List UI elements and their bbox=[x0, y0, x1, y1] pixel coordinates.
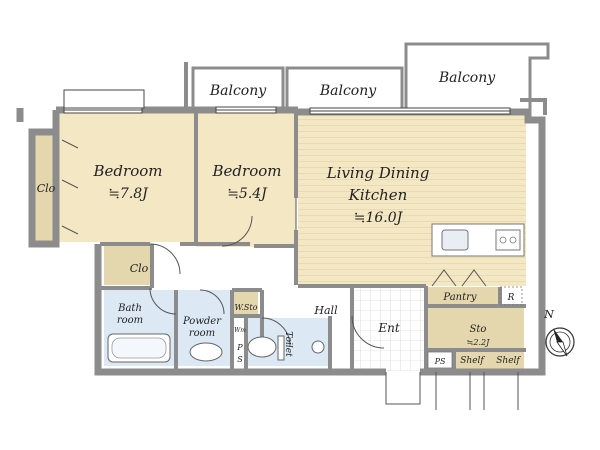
label-bedroom1-size: ≒7.8J bbox=[108, 186, 149, 202]
label-sto-size: ≒2.2J bbox=[467, 338, 490, 347]
label-ps2: PS bbox=[434, 357, 446, 366]
label-balcony-left: Balcony bbox=[209, 83, 267, 99]
label-clo-small: Clo bbox=[130, 262, 149, 275]
clo-small-floor bbox=[104, 245, 152, 285]
label-ps-p: P bbox=[236, 343, 243, 352]
room-labels: Balcony Balcony Balcony Bedroom ≒7.8J Be… bbox=[37, 70, 522, 366]
label-ps-s: S bbox=[237, 355, 243, 364]
label-ldk-line1: Living Dining bbox=[326, 164, 430, 182]
label-ent: Ent bbox=[377, 321, 399, 335]
balconies bbox=[191, 42, 550, 114]
label-ldk-size: ≒16.0J bbox=[354, 210, 404, 226]
bedroom1-floor bbox=[58, 112, 196, 242]
label-powder-line2: room bbox=[189, 328, 215, 339]
stove-icon bbox=[495, 229, 521, 251]
label-hall: Hall bbox=[313, 304, 338, 317]
label-bath-line1: Bath bbox=[117, 303, 142, 314]
windows bbox=[63, 89, 511, 115]
ldk-floor bbox=[298, 114, 526, 286]
washbasin-icon bbox=[189, 342, 223, 362]
bedroom2-floor bbox=[196, 112, 296, 247]
label-wm: Wm bbox=[234, 327, 246, 334]
label-bedroom1: Bedroom bbox=[93, 162, 163, 180]
toilet-icon bbox=[247, 336, 277, 358]
doors bbox=[61, 139, 519, 410]
inner-walls bbox=[100, 112, 526, 372]
label-clo-left: Clo bbox=[37, 182, 56, 195]
label-bedroom2-size: ≒5.4J bbox=[227, 186, 268, 202]
pantry-floor bbox=[428, 287, 498, 305]
entrance-floor bbox=[354, 287, 424, 371]
label-bedroom2: Bedroom bbox=[212, 162, 282, 180]
label-balcony-mid: Balcony bbox=[319, 83, 377, 99]
compass-icon: N bbox=[543, 308, 575, 357]
label-shelf1: Shelf bbox=[460, 356, 485, 366]
label-sto: Sto bbox=[470, 324, 487, 335]
label-balcony-right: Balcony bbox=[438, 70, 496, 86]
label-shelf2: Shelf bbox=[496, 356, 521, 366]
wsto-floor bbox=[232, 292, 258, 316]
label-ldk-line2: Kitchen bbox=[348, 186, 408, 204]
label-toilet: Toilet bbox=[283, 331, 293, 357]
label-bath-line2: room bbox=[117, 315, 143, 326]
balcony-right bbox=[404, 42, 550, 110]
compass-label: N bbox=[543, 308, 554, 321]
sink-icon bbox=[441, 229, 469, 251]
label-r: R bbox=[507, 293, 515, 303]
label-wsto: W.Sto bbox=[235, 303, 258, 312]
ps-floor bbox=[233, 340, 246, 366]
label-pantry: Pantry bbox=[442, 292, 476, 303]
label-powder-line1: Powder bbox=[182, 316, 222, 327]
window-bay bbox=[63, 89, 145, 109]
